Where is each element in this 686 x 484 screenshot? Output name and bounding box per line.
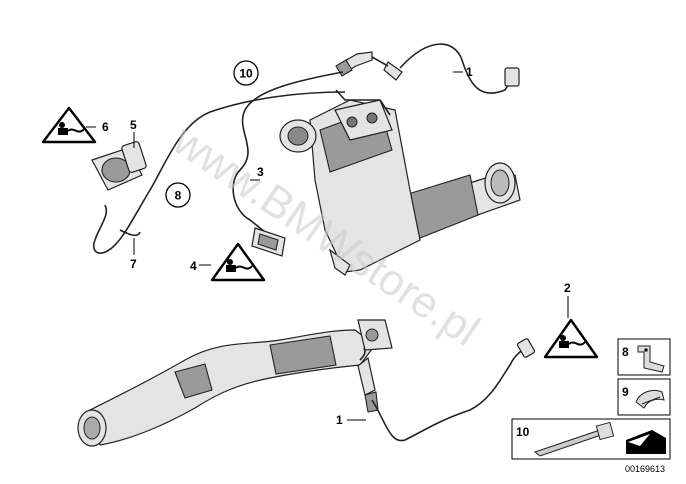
callout-6: 6 [102,120,109,134]
svg-text:9: 9 [622,385,629,399]
wire-connector-icon [559,335,586,348]
cable-tie-icon [533,421,615,457]
callout-1-top: 1 [466,65,473,79]
sensor-wire-3 [232,71,344,257]
callout-4: 4 [190,259,197,273]
image-number: 00169613 [625,464,665,474]
catalytic-converter [279,99,521,276]
legend-item-10: 10 [511,418,671,460]
oxygen-sensor-upper [335,43,520,116]
callout-7: 7 [130,257,137,271]
svg-text:8: 8 [622,345,629,359]
wire-harness-7 [93,91,346,254]
exhaust-pipe [77,319,393,447]
clip-icon [635,389,665,409]
leader-lines [86,71,569,421]
callout-circle-8: 8 [165,182,191,208]
wire-connector-icon [226,259,253,272]
callout-circle-10: 10 [233,60,259,86]
arrow-marker-icon [626,430,666,454]
pressure-sensor-5 [91,141,147,191]
svg-text:8: 8 [175,189,182,203]
warning-label-4 [210,242,266,282]
callout-3: 3 [257,165,264,179]
svg-text:10: 10 [516,425,530,439]
callout-2: 2 [564,281,571,295]
bracket-icon [637,345,665,373]
oxygen-sensor-lower [357,338,536,442]
wire-connector-icon [58,122,85,135]
legend-item-8: 8 [617,338,671,376]
warning-label-6 [41,106,97,144]
callout-5: 5 [130,118,137,132]
callout-1-bottom: 1 [336,413,343,427]
warning-label-2 [543,318,599,359]
svg-text:10: 10 [239,67,253,81]
legend-item-9: 9 [617,378,671,416]
